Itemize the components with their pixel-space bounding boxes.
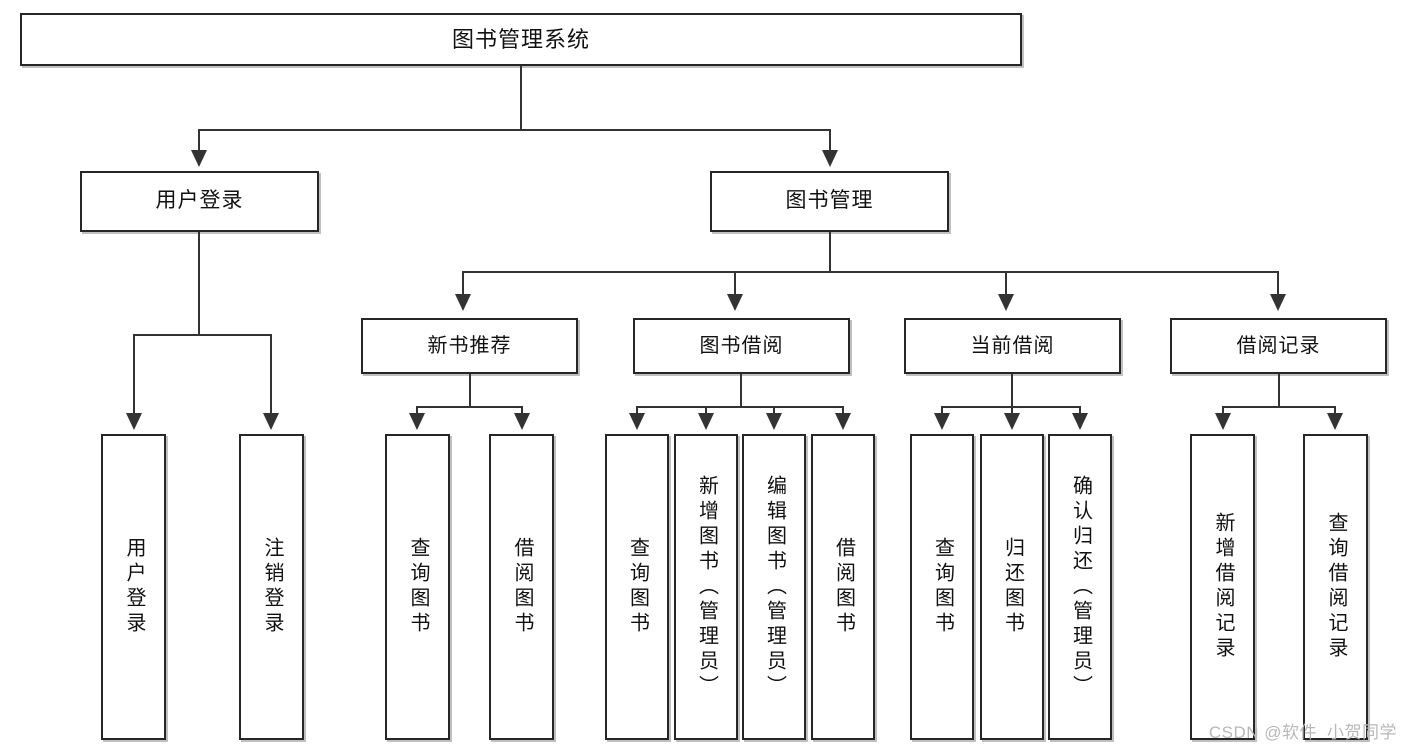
arrow-bm-to-new-book bbox=[455, 294, 471, 311]
edge-br-bus bbox=[1222, 406, 1336, 408]
arrow-root-to-book-management bbox=[822, 150, 838, 167]
leaf-label: 用户登录 bbox=[123, 537, 145, 637]
edge-br-to-leaf-1 bbox=[1222, 406, 1224, 416]
edge-cb-to-leaf-1 bbox=[941, 406, 943, 416]
node-current-borrow[interactable]: 当前借阅 bbox=[904, 318, 1121, 374]
leaf-user-login[interactable]: 用户登录 bbox=[101, 434, 166, 740]
leaf-cb-confirm-return-admin[interactable]: 确认归还（管理员） bbox=[1048, 434, 1112, 740]
leaf-cb-query-book[interactable]: 查询图书 bbox=[910, 434, 974, 740]
arrow-bb-to-leaf-4 bbox=[835, 413, 851, 430]
leaf-label: 新增借阅记录 bbox=[1212, 512, 1234, 662]
node-label: 当前借阅 bbox=[970, 334, 1055, 357]
leaf-label: 查询图书 bbox=[626, 537, 649, 637]
arrow-br-to-leaf-2 bbox=[1327, 413, 1343, 430]
arrow-root-to-user-login bbox=[191, 150, 207, 167]
arrow-cb-to-leaf-3 bbox=[1072, 413, 1088, 430]
node-label: 图书借阅 bbox=[699, 334, 784, 357]
leaf-label: 借阅图书 bbox=[832, 537, 855, 637]
edge-bb-to-leaf-3 bbox=[773, 406, 775, 416]
edge-bm-to-book-borrow bbox=[734, 271, 736, 297]
edge-nbr-stem bbox=[469, 374, 471, 407]
leaf-nbr-query-book[interactable]: 查询图书 bbox=[385, 434, 450, 740]
edge-bm-to-current-borrow bbox=[1005, 271, 1007, 297]
edge-root-bus bbox=[198, 129, 831, 131]
edge-user-login-bus bbox=[133, 334, 272, 336]
arrow-user-login-to-leaf-1 bbox=[126, 413, 142, 430]
edge-cb-stem bbox=[1011, 374, 1013, 407]
edge-bb-stem bbox=[740, 374, 742, 407]
leaf-bb-edit-book-admin[interactable]: 编辑图书（管理员） bbox=[742, 434, 806, 740]
node-user-login[interactable]: 用户登录 bbox=[80, 171, 319, 232]
leaf-label: 新增图书（管理员） bbox=[695, 474, 718, 700]
edge-root-to-user-login bbox=[198, 129, 200, 153]
leaf-label: 查询借阅记录 bbox=[1325, 512, 1347, 662]
node-book-management-system[interactable]: 图书管理系统 bbox=[20, 13, 1022, 66]
edge-cb-to-leaf-2 bbox=[1011, 406, 1013, 416]
arrow-bb-to-leaf-1 bbox=[629, 413, 645, 430]
leaf-label: 查询图书 bbox=[407, 537, 429, 637]
edge-cb-to-leaf-3 bbox=[1079, 406, 1081, 416]
arrow-bm-to-current-borrow bbox=[998, 294, 1014, 311]
arrow-bm-to-borrow-record bbox=[1270, 294, 1286, 311]
leaf-br-add-record[interactable]: 新增借阅记录 bbox=[1190, 434, 1255, 740]
leaf-bb-query-book[interactable]: 查询图书 bbox=[605, 434, 669, 740]
edge-user-login-stem bbox=[198, 232, 200, 335]
leaf-bb-borrow-book[interactable]: 借阅图书 bbox=[811, 434, 875, 740]
leaf-label: 归还图书 bbox=[1001, 537, 1024, 637]
node-book-management[interactable]: 图书管理 bbox=[710, 171, 949, 232]
edge-bm-to-new-book bbox=[462, 271, 464, 297]
edge-root-stem bbox=[520, 66, 522, 130]
leaf-br-query-record[interactable]: 查询借阅记录 bbox=[1303, 434, 1368, 740]
leaf-cb-return-book[interactable]: 归还图书 bbox=[980, 434, 1044, 740]
node-label: 新书推荐 bbox=[427, 334, 512, 357]
node-borrow-record[interactable]: 借阅记录 bbox=[1170, 318, 1387, 374]
edge-br-stem bbox=[1278, 374, 1280, 407]
edge-bb-to-leaf-2 bbox=[705, 406, 707, 416]
edge-nbr-to-leaf-2 bbox=[521, 406, 523, 416]
leaf-label: 确认归还（管理员） bbox=[1069, 474, 1092, 700]
leaf-nbr-borrow-book[interactable]: 借阅图书 bbox=[489, 434, 554, 740]
edge-book-management-stem bbox=[829, 232, 831, 272]
edge-user-login-to-leaf-2 bbox=[270, 334, 272, 416]
node-label: 图书管理系统 bbox=[451, 26, 590, 52]
arrow-user-login-to-leaf-2 bbox=[263, 413, 279, 430]
arrow-nbr-to-leaf-2 bbox=[514, 413, 530, 430]
leaf-label: 注销登录 bbox=[261, 537, 283, 637]
edge-bm-to-borrow-record bbox=[1277, 271, 1279, 297]
node-book-borrow[interactable]: 图书借阅 bbox=[633, 318, 850, 374]
edge-user-login-to-leaf-1 bbox=[133, 334, 135, 416]
leaf-bb-add-book-admin[interactable]: 新增图书（管理员） bbox=[674, 434, 738, 740]
node-label: 用户登录 bbox=[155, 189, 244, 213]
edge-nbr-to-leaf-1 bbox=[416, 406, 418, 416]
edge-br-to-leaf-2 bbox=[1334, 406, 1336, 416]
edge-root-to-book-management bbox=[829, 129, 831, 153]
node-label: 图书管理 bbox=[785, 189, 874, 213]
node-label: 借阅记录 bbox=[1236, 334, 1321, 357]
arrow-cb-to-leaf-2 bbox=[1004, 413, 1020, 430]
edge-bb-to-leaf-4 bbox=[842, 406, 844, 416]
node-new-book-recommend[interactable]: 新书推荐 bbox=[361, 318, 578, 374]
arrow-cb-to-leaf-1 bbox=[934, 413, 950, 430]
edge-nbr-bus bbox=[416, 406, 523, 408]
arrow-bm-to-book-borrow bbox=[727, 294, 743, 311]
arrow-bb-to-leaf-2 bbox=[698, 413, 714, 430]
arrow-bb-to-leaf-3 bbox=[766, 413, 782, 430]
edge-bb-bus bbox=[636, 406, 844, 408]
leaf-logout[interactable]: 注销登录 bbox=[239, 434, 304, 740]
leaf-label: 编辑图书（管理员） bbox=[763, 474, 786, 700]
edge-book-management-bus bbox=[462, 271, 1279, 273]
arrow-nbr-to-leaf-1 bbox=[409, 413, 425, 430]
leaf-label: 借阅图书 bbox=[511, 537, 533, 637]
edge-bb-to-leaf-1 bbox=[636, 406, 638, 416]
arrow-br-to-leaf-1 bbox=[1215, 413, 1231, 430]
leaf-label: 查询图书 bbox=[931, 537, 954, 637]
